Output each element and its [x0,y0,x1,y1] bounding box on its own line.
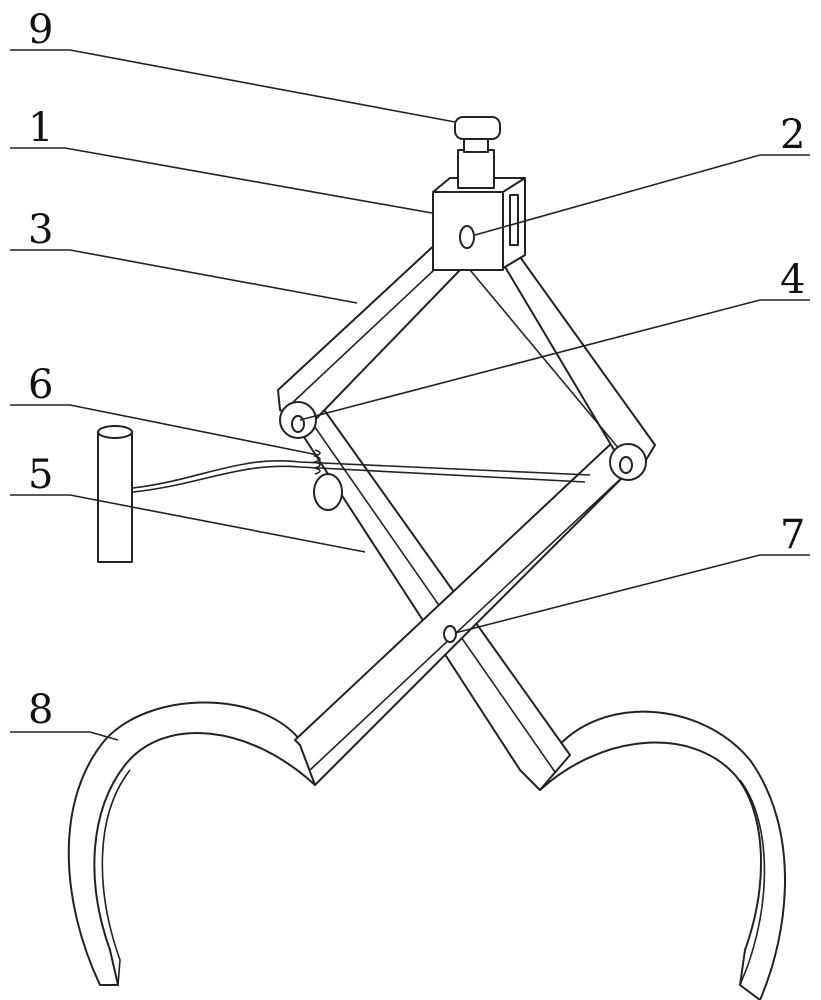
label-8: 8 [28,690,53,730]
label-9: 9 [28,10,53,50]
label-4: 4 [780,260,805,300]
pivot-7 [444,626,456,642]
label-2: 2 [780,115,805,155]
label-7: 7 [780,515,805,555]
label-3: 3 [28,210,53,250]
screw-knob [455,117,500,188]
left-jaw [69,703,315,986]
right-jaw [540,712,785,1000]
label-6: 6 [28,365,53,405]
handle [98,426,132,562]
top-block [433,178,525,270]
label-1: 1 [28,108,53,148]
upper-arm-right [470,250,655,470]
label-5: 5 [28,455,53,495]
